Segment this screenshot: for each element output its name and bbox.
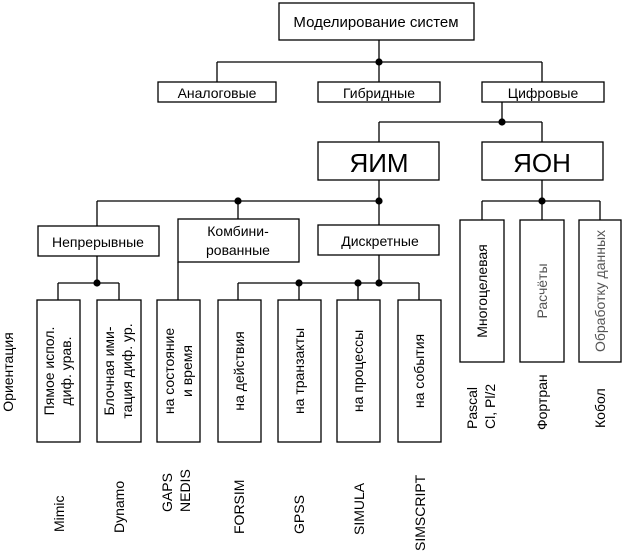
lang-simula: SIMULA xyxy=(351,482,367,535)
root-label: Моделирование систем xyxy=(293,14,458,31)
lang-dynamo: Dynamo xyxy=(111,481,127,533)
lang-nedis: NEDIS xyxy=(177,469,193,512)
yaon-label: ЯОН xyxy=(513,148,571,178)
node-combined: Комбини- рованные xyxy=(177,218,300,263)
node-yaon: ЯОН xyxy=(481,141,604,181)
events-label: на события xyxy=(411,334,427,408)
orientation-label: Ориентация xyxy=(0,332,16,411)
node-hybrid: Гибридные xyxy=(317,81,441,103)
node-calculations: Расчёты xyxy=(519,219,565,363)
node-yaim: ЯИМ xyxy=(317,141,440,181)
lang-gpss: GPSS xyxy=(291,495,307,534)
lang-pascal-line1: Pascal xyxy=(464,387,480,429)
connector-lines xyxy=(57,40,601,300)
node-data-processing: Обработку данных xyxy=(578,219,622,363)
leaf-processes: на процессы xyxy=(336,299,381,443)
actions-label: на действия xyxy=(231,331,247,410)
discrete-label: Дискретные xyxy=(341,233,419,249)
state-time-line2: и время xyxy=(179,345,195,397)
digital-label: Цифровые xyxy=(508,85,579,101)
node-analog: Аналоговые xyxy=(157,81,277,103)
combined-label-line1: Комбини- xyxy=(207,223,269,239)
junction-dots xyxy=(93,58,546,287)
calculations-label: Расчёты xyxy=(534,263,550,318)
lang-cobol: Кобол xyxy=(592,388,608,428)
processes-label: на процессы xyxy=(350,330,366,412)
direct-use-line2: диф. урав. xyxy=(58,336,74,405)
leaf-transacts: на транзакты xyxy=(277,299,322,443)
leaf-state-time: на состояние и время xyxy=(156,299,201,443)
hybrid-label: Гибридные xyxy=(343,85,415,101)
lang-simscript: SIMSCRIPT xyxy=(412,474,428,551)
transacts-label: на транзакты xyxy=(291,328,307,414)
node-digital: Цифровые xyxy=(481,81,605,103)
leaf-direct-use: Пямое испол. диф. урав. xyxy=(36,299,81,443)
node-discrete: Дискретные xyxy=(317,224,440,256)
analog-label: Аналоговые xyxy=(178,85,257,101)
multipurpose-label: Многоцелевая xyxy=(474,244,490,338)
node-multipurpose: Многоцелевая xyxy=(459,219,505,363)
data-processing-label: Обработку данных xyxy=(592,230,608,352)
yaim-label: ЯИМ xyxy=(349,148,408,178)
block-imitation-line2: тация диф. ур. xyxy=(119,323,135,418)
block-imitation-line1: Блочная ими- xyxy=(101,326,117,415)
node-continuous: Непрерывные xyxy=(37,225,160,257)
lang-gaps: GAPS xyxy=(159,473,175,512)
state-time-line1: на состояние xyxy=(161,328,177,415)
lang-fortran: Фортран xyxy=(534,374,550,430)
language-labels: Mimic Dynamo GAPS NEDIS FORSIM GPSS SIMU… xyxy=(51,374,608,551)
combined-label-line2: рованные xyxy=(206,242,270,258)
lang-mimic: Mimic xyxy=(51,495,67,532)
lang-pascal-line2: Cl, Pl/2 xyxy=(482,384,498,429)
root-node: Моделирование систем xyxy=(278,2,475,41)
leaf-actions: на действия xyxy=(217,299,262,443)
lang-forsim: FORSIM xyxy=(231,480,247,534)
continuous-label: Непрерывные xyxy=(52,234,144,250)
leaf-block-imitation: Блочная ими- тация диф. ур. xyxy=(96,299,142,443)
direct-use-line1: Пямое испол. xyxy=(41,327,57,416)
leaf-events: на события xyxy=(397,299,442,443)
